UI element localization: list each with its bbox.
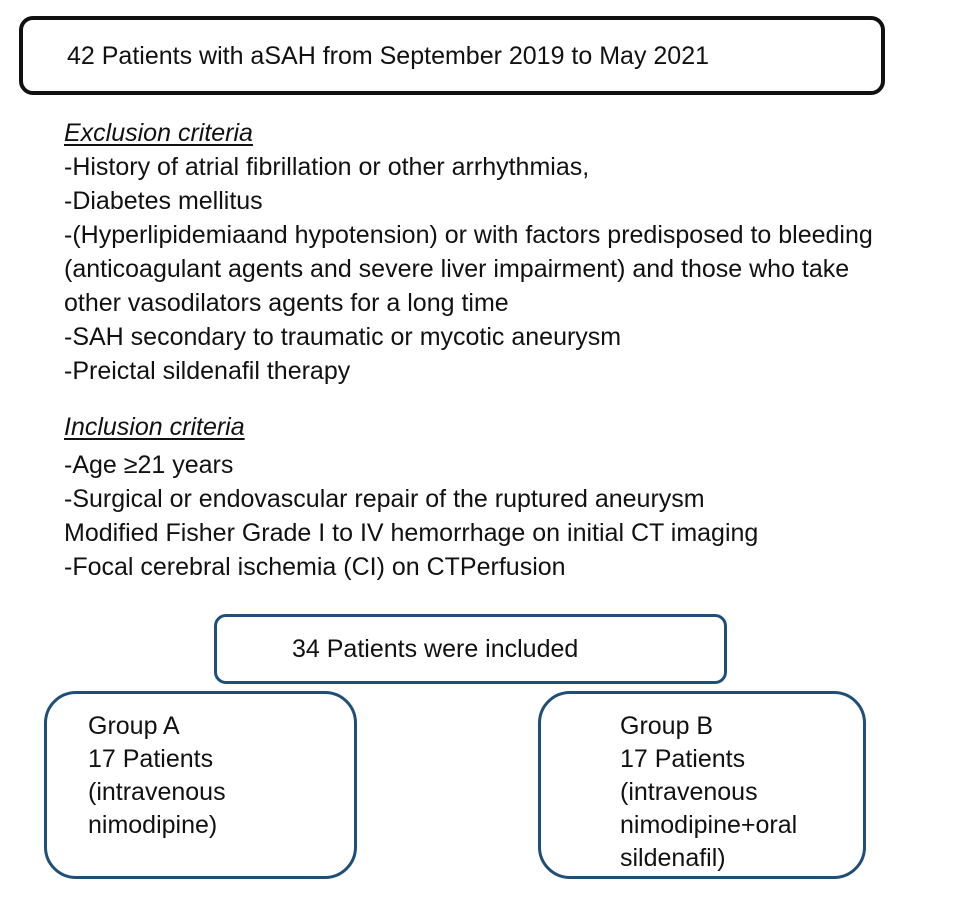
group-a-line: 17 Patients xyxy=(88,745,214,773)
included-patients-box: 34 Patients were included xyxy=(214,614,727,684)
inclusion-criteria-section: Inclusion criteria -Age ≥21 years -Surgi… xyxy=(64,410,758,584)
group-a-line: Group A xyxy=(88,712,180,740)
group-a-text: Group A 17 Patients (intravenous nimodip… xyxy=(88,710,226,842)
group-b-line: Group B xyxy=(620,712,714,740)
group-a-line: (intravenous xyxy=(88,778,226,806)
group-b-text: Group B 17 Patients (intravenous nimodip… xyxy=(620,710,797,875)
inclusion-criterion: Modified Fisher Grade I to IV hemorrhage… xyxy=(64,519,759,547)
group-b-line: nimodipine+oral xyxy=(620,811,798,839)
inclusion-criterion: -Surgical or endovascular repair of the … xyxy=(64,485,705,513)
exclusion-criterion: (anticoagulant agents and severe liver i… xyxy=(64,255,850,283)
group-b-line: (intravenous xyxy=(620,778,758,806)
included-patients-text: 34 Patients were included xyxy=(292,635,579,663)
exclusion-criterion: -History of atrial fibrillation or other… xyxy=(64,153,590,181)
group-a-box: Group A 17 Patients (intravenous nimodip… xyxy=(44,691,357,879)
exclusion-criterion: other vasodilators agents for a long tim… xyxy=(64,289,509,317)
exclusion-criteria-heading: Exclusion criteria xyxy=(64,119,253,147)
inclusion-criterion: -Age ≥21 years xyxy=(64,451,234,479)
exclusion-criterion: -(Hyperlipidemiaand hypotension) or with… xyxy=(64,221,873,249)
exclusion-criterion: -SAH secondary to traumatic or mycotic a… xyxy=(64,323,622,351)
group-a-line: nimodipine) xyxy=(88,811,218,839)
exclusion-criterion: -Diabetes mellitus xyxy=(64,187,263,215)
exclusion-criteria-section: Exclusion criteria -History of atrial fi… xyxy=(64,116,873,388)
exclusion-criterion: -Preictal sildenafil therapy xyxy=(64,357,351,385)
total-patients-box: 42 Patients with aSAH from September 201… xyxy=(19,16,885,95)
group-b-line: sildenafil) xyxy=(620,844,726,872)
inclusion-criteria-heading: Inclusion criteria xyxy=(64,413,245,441)
total-patients-text: 42 Patients with aSAH from September 201… xyxy=(67,42,710,70)
inclusion-criterion: -Focal cerebral ischemia (CI) on CTPerfu… xyxy=(64,553,566,581)
group-b-box: Group B 17 Patients (intravenous nimodip… xyxy=(538,691,866,879)
group-b-line: 17 Patients xyxy=(620,745,746,773)
